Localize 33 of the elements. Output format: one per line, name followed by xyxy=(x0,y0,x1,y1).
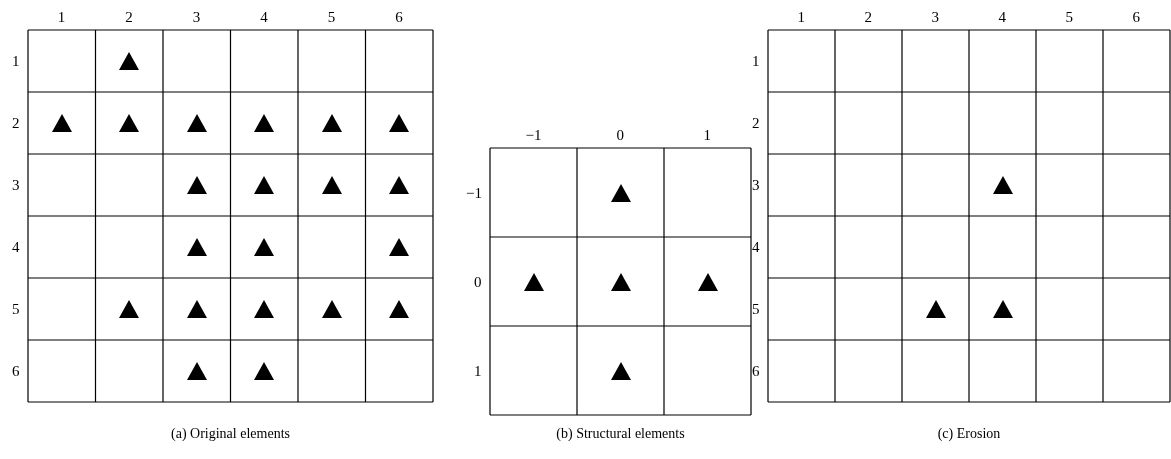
column-number: 6 xyxy=(1132,8,1140,26)
row-number: 1 xyxy=(12,52,20,70)
column-number: 1 xyxy=(797,8,805,26)
row-number: 5 xyxy=(12,300,20,318)
column-number: 3 xyxy=(931,8,939,26)
column-number: 5 xyxy=(1065,8,1073,26)
row-number: 3 xyxy=(12,176,20,194)
figure-caption: (a) Original elements xyxy=(171,425,290,443)
column-number: −1 xyxy=(525,126,542,144)
column-number: 3 xyxy=(192,8,201,26)
column-number: 4 xyxy=(998,8,1006,26)
row-number: −1 xyxy=(466,183,482,202)
row-number: 2 xyxy=(752,114,760,132)
row-number: 6 xyxy=(12,362,20,380)
column-number: 0 xyxy=(616,126,624,144)
column-number: 2 xyxy=(125,8,133,26)
figure-caption: (b) Structural elements xyxy=(556,425,685,443)
column-number: 1 xyxy=(57,8,66,26)
row-number: 3 xyxy=(752,176,760,194)
column-number: 4 xyxy=(260,8,268,26)
row-number: 4 xyxy=(12,238,20,256)
row-number: 2 xyxy=(12,114,20,132)
row-number: 0 xyxy=(474,272,482,291)
row-number: 4 xyxy=(752,238,760,256)
row-number: 5 xyxy=(752,300,760,318)
column-number: 1 xyxy=(703,126,711,144)
column-number: 6 xyxy=(395,8,403,26)
row-number: 1 xyxy=(474,361,482,380)
column-number: 5 xyxy=(327,8,336,26)
column-number: 2 xyxy=(864,8,872,26)
row-number: 1 xyxy=(752,52,760,70)
row-number: 6 xyxy=(752,362,760,380)
figure-caption: (c) Erosion xyxy=(937,425,1001,443)
